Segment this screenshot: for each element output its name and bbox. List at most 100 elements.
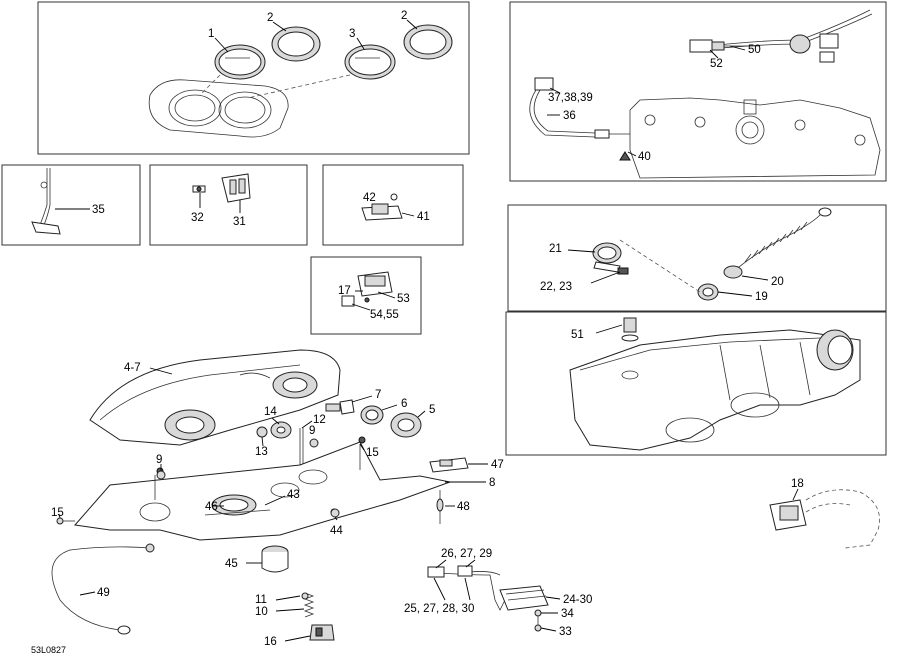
label-11: 11 — [255, 594, 267, 606]
label-32: 32 — [191, 212, 204, 224]
rubber-boot-5 — [390, 410, 426, 438]
panel-cable-35 — [1, 164, 141, 246]
ring-19 — [697, 283, 719, 301]
voltage-regulator — [427, 559, 561, 632]
bolt-15a — [56, 513, 75, 525]
label-41: 41 — [417, 211, 430, 223]
label-33: 33 — [559, 626, 572, 638]
sensor-51 — [595, 317, 639, 342]
leaders-harness — [547, 45, 746, 157]
ground-wire-49 — [51, 543, 155, 635]
panel-airbox — [505, 311, 887, 456]
label-7: 7 — [375, 389, 381, 401]
label-34: 34 — [561, 608, 574, 620]
label-45: 45 — [225, 558, 238, 570]
label-15a: 15 — [51, 507, 64, 519]
label-3: 3 — [349, 28, 355, 40]
label-50: 50 — [748, 44, 761, 56]
nut-13 — [256, 426, 268, 447]
bulb-socket-6 — [360, 404, 398, 425]
label-19: 19 — [755, 291, 768, 303]
label-54-55: 54,55 — [370, 309, 399, 321]
bolt-9b — [156, 464, 166, 480]
label-15b: 15 — [366, 447, 379, 459]
label-10: 10 — [255, 606, 268, 618]
engine-block — [629, 97, 881, 179]
label-43: 43 — [287, 489, 300, 501]
connector-18 — [769, 488, 880, 549]
label-12: 12 — [313, 414, 326, 426]
stud-12 — [299, 420, 313, 470]
adjuster-16 — [284, 624, 335, 642]
connector-47 — [429, 457, 488, 473]
wiring-harness-top — [689, 9, 873, 63]
relay-41 — [361, 193, 415, 221]
headlight-bulb-7 — [325, 395, 373, 415]
label-8: 8 — [489, 477, 495, 489]
panel-harness-sensor — [509, 1, 887, 182]
label-48: 48 — [457, 501, 470, 513]
label-21: 21 — [549, 243, 562, 255]
label-46: 46 — [205, 501, 218, 513]
pin-48 — [436, 490, 455, 524]
panel-gauges — [37, 1, 470, 155]
panel-relay-41 — [322, 164, 464, 246]
label-35: 35 — [92, 204, 105, 216]
gauge-bezel-ring-b — [403, 24, 453, 60]
label-2b: 2 — [401, 10, 407, 22]
label-49: 49 — [97, 587, 110, 599]
tachometer-gauge — [344, 44, 396, 80]
gauge-bezel-ring-a — [271, 26, 321, 62]
headlight-housing — [89, 349, 341, 446]
label-6: 6 — [401, 398, 407, 410]
label-20: 20 — [771, 276, 784, 288]
panel-switch-31 — [149, 164, 308, 246]
label-36: 36 — [563, 110, 576, 122]
speedometer-gauge — [214, 44, 266, 80]
label-37-38-39: 37,38,39 — [548, 92, 593, 104]
label-1: 1 — [208, 28, 214, 40]
label-2a: 2 — [267, 12, 273, 24]
label-24-30: 24-30 — [563, 594, 592, 606]
airbox-silencer — [569, 329, 861, 451]
label-5: 5 — [429, 404, 435, 416]
label-31: 31 — [233, 216, 246, 228]
module-45 — [246, 545, 289, 573]
spring-10 — [275, 592, 315, 618]
bracket-pins — [154, 444, 361, 500]
panel-switch-53 — [310, 256, 422, 335]
label-47: 47 — [491, 459, 504, 471]
label-26-27-29: 26, 27, 29 — [441, 548, 492, 560]
connector-37 — [529, 77, 596, 138]
label-42: 42 — [363, 192, 376, 204]
bolt-9a — [309, 438, 319, 448]
instrument-cluster-housing — [148, 79, 289, 138]
bolt-44 — [330, 508, 340, 521]
switch-53 — [341, 271, 396, 311]
label-14: 14 — [264, 406, 277, 418]
temperature-sensor-40 — [594, 129, 631, 161]
cable-35 — [31, 168, 90, 235]
grommet-14 — [270, 417, 292, 439]
label-51: 51 — [571, 329, 584, 341]
label-18: 18 — [791, 478, 804, 490]
label-16: 16 — [264, 636, 277, 648]
label-13: 13 — [255, 446, 268, 458]
coil-cord-20 — [723, 207, 832, 279]
label-4-7: 4-7 — [124, 362, 141, 374]
label-40: 40 — [638, 151, 651, 163]
drawing-code: 53L0827 — [31, 645, 66, 655]
label-52: 52 — [710, 58, 723, 70]
label-44: 44 — [330, 525, 343, 537]
label-22-23: 22, 23 — [540, 281, 572, 293]
leaders-gauges — [214, 19, 418, 53]
label-9a: 9 — [309, 425, 315, 437]
label-53: 53 — [397, 293, 410, 305]
label-17: 17 — [338, 285, 351, 297]
label-9b: 9 — [156, 454, 162, 466]
switch-31 — [192, 173, 251, 213]
panel-light-19 — [507, 204, 887, 312]
label-25-27-28-30: 25, 27, 28, 30 — [404, 603, 474, 615]
light-lens-21 — [592, 242, 629, 275]
